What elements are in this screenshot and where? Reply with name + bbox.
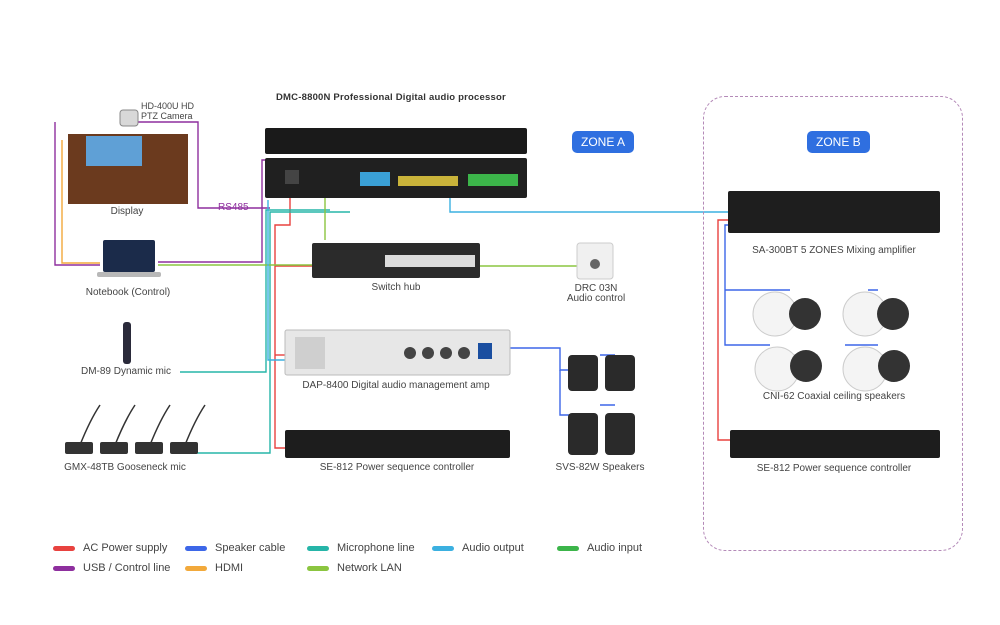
drc-label: DRC 03N Audio control <box>566 283 626 304</box>
rs485-label: RS485 <box>218 202 249 213</box>
legend-microphone-line: Microphone line <box>307 542 415 554</box>
legend-ac-power: AC Power supply <box>53 542 167 554</box>
legend-audio-input: Audio input <box>557 542 642 554</box>
display-label: Display <box>110 206 144 217</box>
legend-speaker-cable: Speaker cable <box>185 542 285 554</box>
legend-hdmi: HDMI <box>185 562 243 574</box>
processor-title: DMC-8800N Professional Digital audio pro… <box>276 92 506 103</box>
zone-b-badge: ZONE B <box>807 131 870 153</box>
se812-a-label: SE-812 Power sequence controller <box>319 462 475 473</box>
legend-audio-output: Audio output <box>432 542 524 554</box>
switch-hub-label: Switch hub <box>371 282 421 293</box>
camera-label: HD-400U HD PTZ Camera <box>141 101 195 121</box>
legend-usb-control: USB / Control line <box>53 562 170 574</box>
dap-label: DAP-8400 Digital audio management amp <box>302 380 490 391</box>
svs-label: SVS-82W Speakers <box>555 462 645 473</box>
zone-a-badge: ZONE A <box>572 131 635 153</box>
notebook-label: Notebook (Control) <box>85 287 171 298</box>
zone-b-region <box>703 96 963 551</box>
gooseneck-label: GMX-48TB Gooseneck mic <box>64 462 186 473</box>
ceiling-label: CNI-62 Coaxial ceiling speakers <box>762 391 906 402</box>
mixer-label: SA-300BT 5 ZONES Mixing amplifier <box>752 245 916 256</box>
dynamic-mic-label: DM-89 Dynamic mic <box>80 366 172 377</box>
se812-b-label: SE-812 Power sequence controller <box>756 463 912 474</box>
legend-network-lan: Network LAN <box>307 562 402 574</box>
